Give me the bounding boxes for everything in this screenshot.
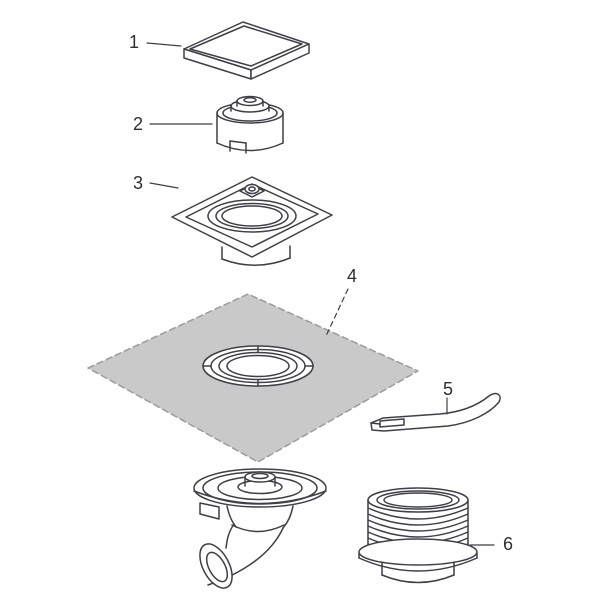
part-1-cover-plate — [183, 21, 310, 80]
artwork-root — [87, 21, 501, 589]
part-label-2: 2 — [132, 114, 144, 134]
part-5-hook-wrench — [370, 392, 501, 432]
part-label-3: 3 — [132, 173, 144, 193]
leader-1 — [146, 42, 182, 47]
part-label-6: 6 — [502, 534, 514, 554]
leader-3 — [149, 182, 179, 189]
drain-body-with-elbow — [193, 468, 327, 589]
part-4-sealing-membrane — [87, 293, 419, 463]
leader-4 — [325, 288, 349, 337]
part-3-mounting-frame — [171, 176, 333, 266]
leader-lines — [146, 42, 495, 546]
part-label-1: 1 — [128, 32, 140, 52]
part-label-5: 5 — [442, 379, 454, 399]
part-6-threaded-extension — [358, 487, 478, 584]
part-2-trap-insert — [216, 95, 284, 154]
part-label-4: 4 — [346, 266, 358, 286]
